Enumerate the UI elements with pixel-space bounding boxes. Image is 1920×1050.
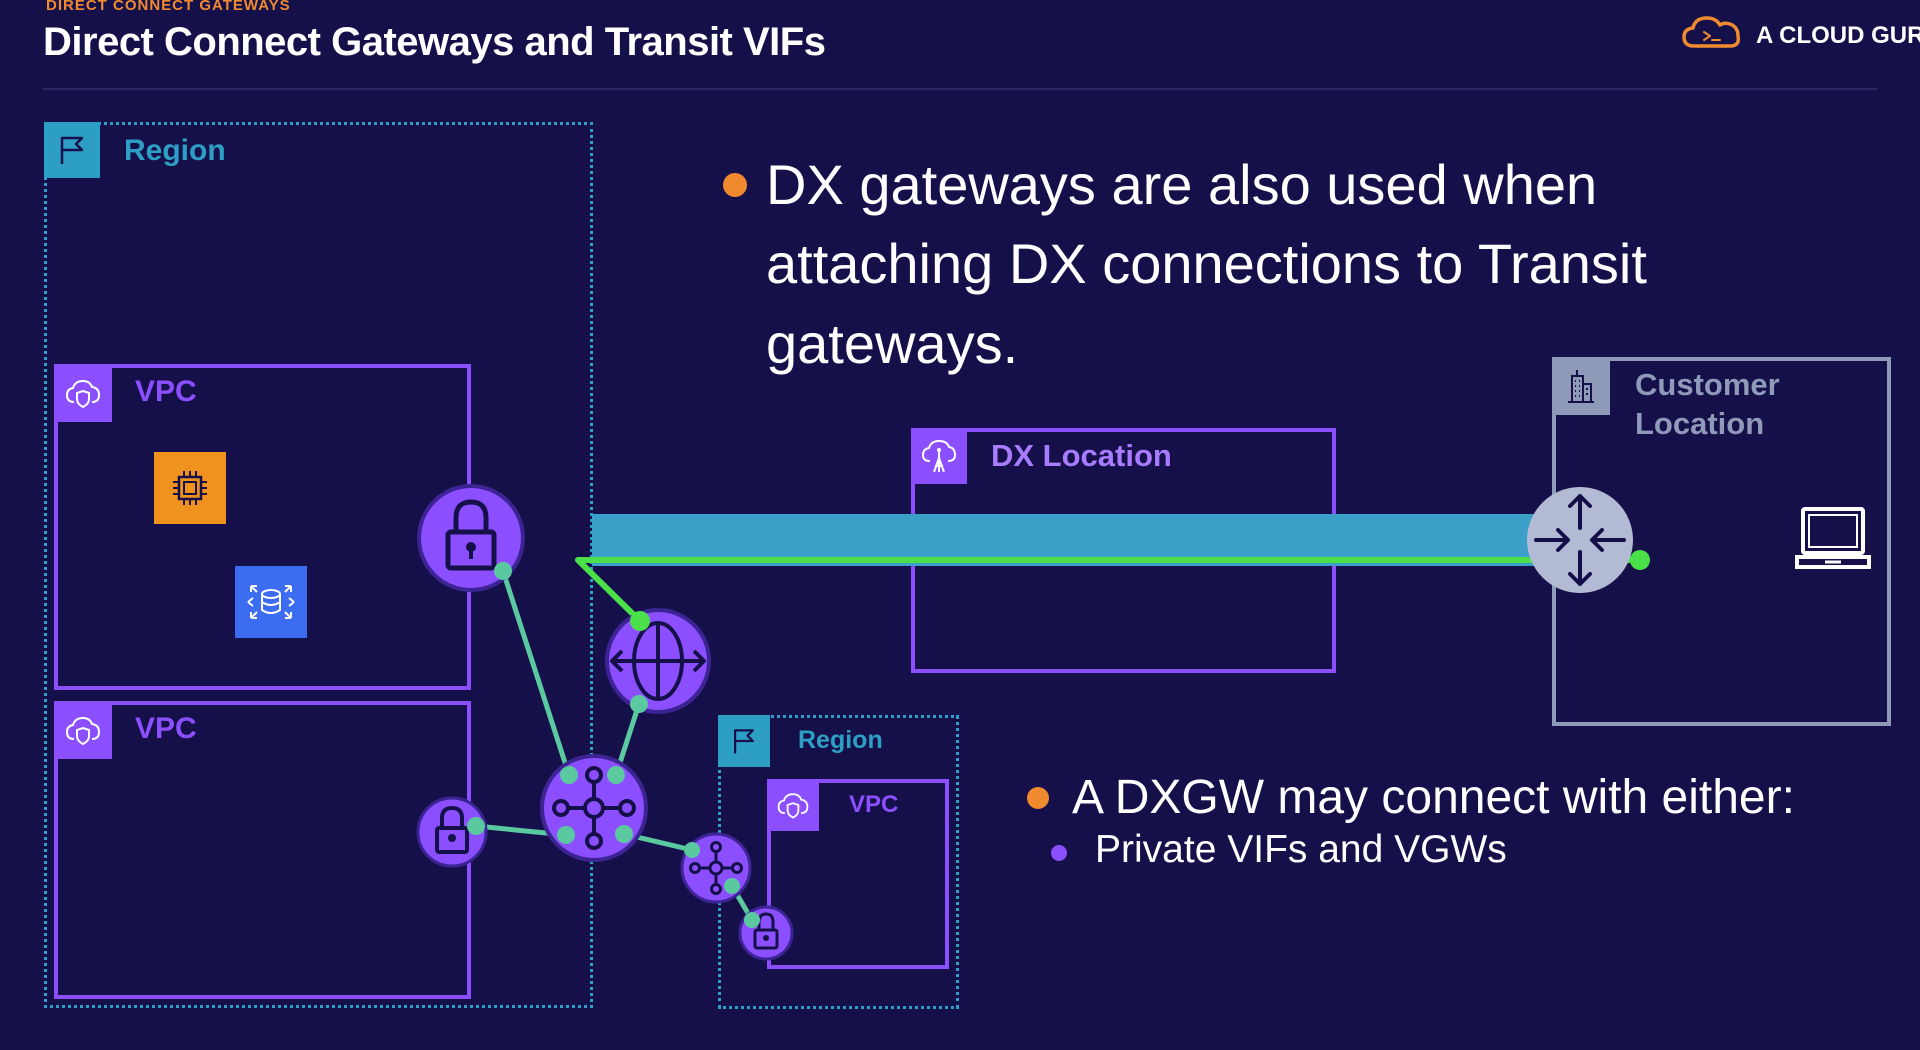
- bullet-sub: Private VIFs and VGWs: [1095, 828, 1507, 871]
- vgw-to-tgw-link: [500, 568, 572, 778]
- vpc-small-container: [767, 779, 949, 969]
- customer-location-label-line1: Customer: [1635, 367, 1780, 402]
- region-small-label: Region: [798, 726, 883, 754]
- customer-location-label-line2: Location: [1635, 406, 1765, 441]
- building-icon: [1552, 357, 1610, 415]
- direct-connect-gateway-icon: [605, 608, 711, 714]
- laptop-icon: [1795, 505, 1871, 580]
- flag-icon: [718, 715, 770, 767]
- bullet-second: A DXGW may connect with either:: [1072, 771, 1795, 824]
- vpc-cloud-shield-icon: [54, 364, 112, 422]
- bullet-main-line2: attaching DX connections to Transit: [766, 232, 1647, 295]
- cloud-logo-icon: [1680, 12, 1744, 59]
- region-main-label: Region: [124, 134, 226, 167]
- transit-gateway-icon: [540, 754, 648, 862]
- brand-name: A CLOUD GURU: [1756, 21, 1920, 49]
- ec2-instance-icon: [154, 452, 226, 524]
- brand-logo: A CLOUD GURU: [1680, 12, 1920, 59]
- vpc-bottom-label: VPC: [135, 712, 197, 745]
- vpc-cloud-shield-icon: [767, 779, 819, 831]
- customer-router-icon: [1527, 487, 1633, 593]
- rds-database-icon: [235, 566, 307, 638]
- bullet-main-line3: gateways.: [766, 312, 1019, 375]
- vpc-small-label: VPC: [849, 791, 899, 818]
- region-main-container: [44, 122, 593, 1008]
- bullet-main-line1: DX gateways are also used when: [766, 153, 1598, 216]
- vpc-top-label: VPC: [135, 375, 197, 408]
- virtual-private-gateway-icon: [417, 484, 525, 592]
- bullet-marker: [1027, 787, 1049, 809]
- virtual-private-gateway-icon: [416, 796, 488, 868]
- slide-kicker: DIRECT CONNECT GATEWAYS: [46, 0, 291, 14]
- transit-vif-link: [575, 557, 1640, 624]
- sub-bullet-marker: [1051, 845, 1067, 861]
- slide-title: Direct Connect Gateways and Transit VIFs: [43, 20, 826, 64]
- header-divider: [43, 88, 1877, 90]
- vpc-cloud-shield-icon: [54, 701, 112, 759]
- dx-location-tower-icon: [911, 428, 967, 484]
- flag-icon: [44, 122, 100, 178]
- dx-location-label: DX Location: [991, 438, 1172, 473]
- bullet-marker: [723, 173, 747, 197]
